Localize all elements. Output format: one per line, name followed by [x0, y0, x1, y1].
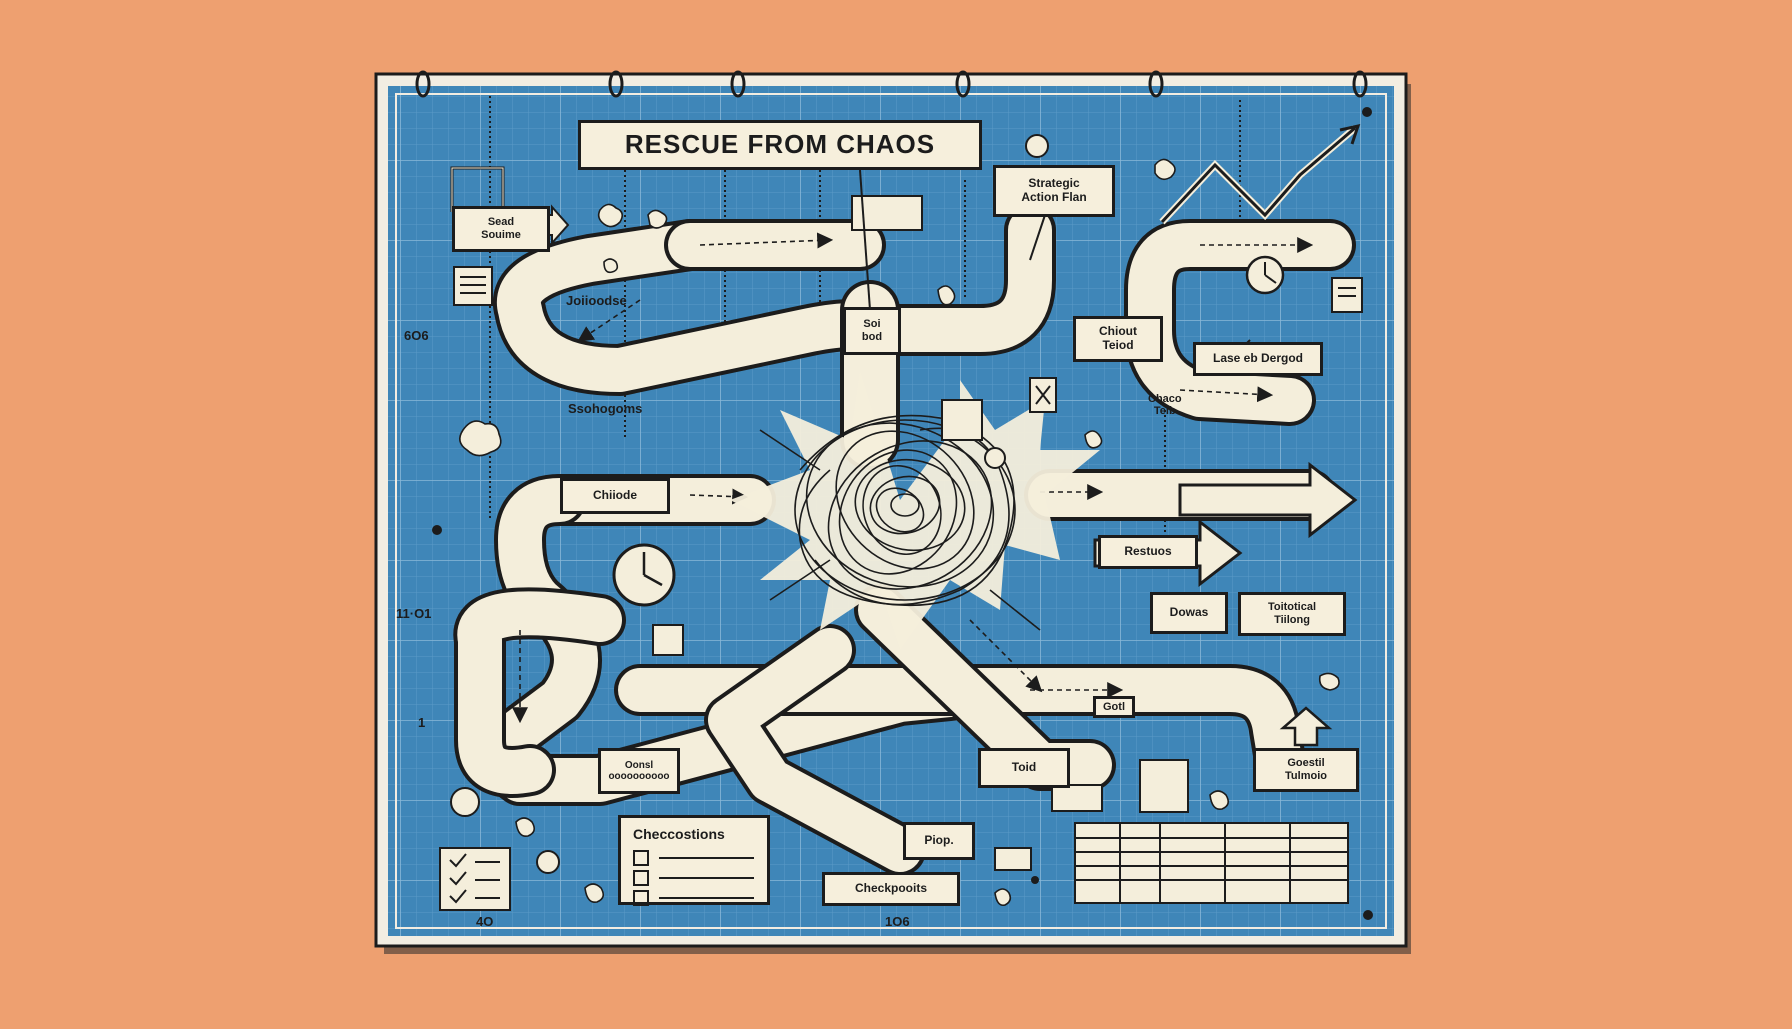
pipe-label-lower-left: Ssohogoms [568, 401, 643, 416]
checklist-row [633, 850, 754, 867]
crumpled-paper [459, 158, 1340, 907]
pipe-label-chaos-tend: Chaco Teib [1148, 393, 1182, 417]
ring-binder-icon [415, 70, 1368, 98]
label-checkpoints: Checkpooits [822, 872, 960, 906]
edge-mark-left-low: 1 [418, 715, 426, 730]
label-strategic-action-plan: Strategic Action Flan [993, 165, 1115, 217]
edge-mark-left-top: 6O6 [404, 328, 429, 343]
checklist-row [633, 870, 754, 887]
label-chiout: Chiout Teiod [1073, 316, 1163, 362]
label-goestil: Goestil Tulmoio [1253, 748, 1359, 792]
tangle-icon [759, 414, 1041, 631]
page-title: RESCUE FROM CHAOS [578, 120, 982, 170]
checklist-title: Checcostions [633, 826, 725, 842]
edge-mark-bottom-mid: 1O6 [885, 914, 910, 929]
checklist-row [633, 890, 754, 907]
pipes [453, 204, 1356, 876]
label-sub1: Oonsl oooooooooo [598, 748, 680, 794]
label-lase: Lase eb Dergod [1193, 342, 1323, 376]
label-top-left-box: Sead Souime [452, 206, 550, 252]
checkbox-icon [633, 850, 649, 867]
checkbox-icon [633, 870, 649, 887]
arrow-up-icon [1279, 706, 1333, 747]
table-icon [1074, 822, 1349, 904]
trend-arrow-icon [1159, 123, 1361, 225]
label-chiiode: Chiiode [560, 478, 670, 514]
checkbox-icon [633, 890, 649, 907]
label-piop: Piop. [903, 822, 975, 860]
checklist-panel: Checcostions [618, 815, 770, 907]
label-toid: Toid [978, 748, 1070, 788]
edge-mark-left-mid: 11·O1 [396, 606, 432, 621]
clock-icon [612, 255, 1285, 607]
label-restuos: Restuos [1098, 535, 1198, 569]
edge-mark-bottom-left: 4O [476, 914, 494, 929]
checklist-icon [439, 847, 511, 911]
label-center-small-box: Soi bod [843, 307, 901, 355]
pipe-label-upper-left: Joiioodse [566, 293, 627, 308]
notepad-icon [453, 266, 1363, 413]
label-totical: Toitotical Tiilong [1238, 592, 1346, 636]
label-gotl: Gotl [1093, 696, 1135, 718]
label-dowas: Dowas [1150, 592, 1228, 634]
